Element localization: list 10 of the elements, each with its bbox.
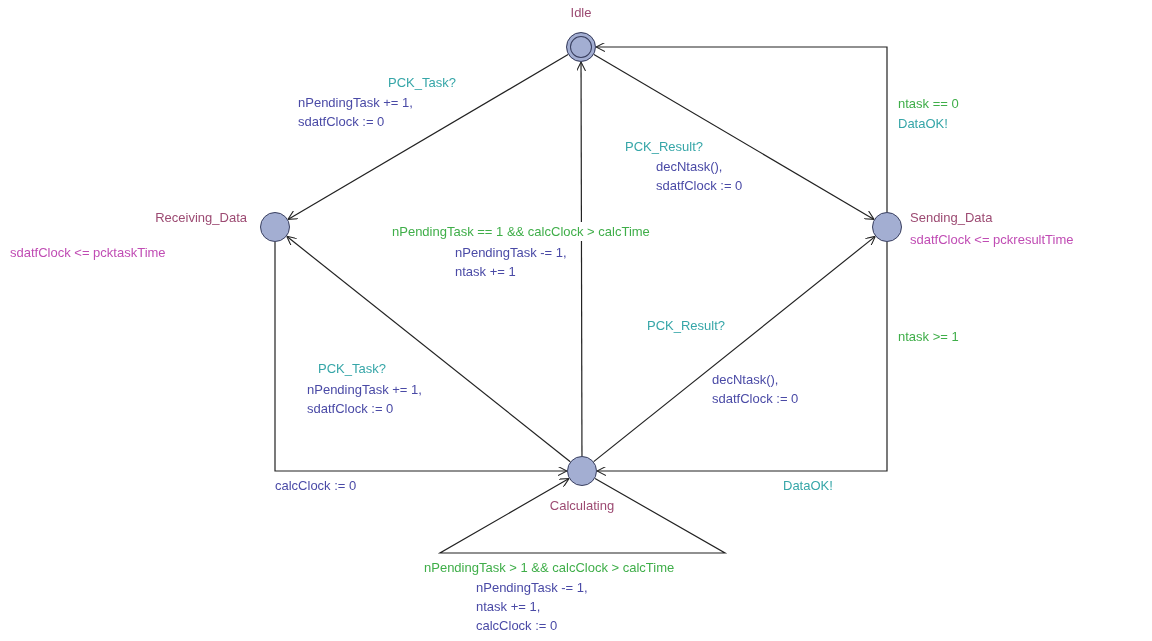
state-circle bbox=[260, 212, 290, 242]
guard-label: nPendingTask == 1 && calcClock > calcTime bbox=[392, 222, 650, 241]
transition-arrow bbox=[593, 54, 875, 220]
initial-state-circle bbox=[566, 32, 596, 62]
state-circle bbox=[872, 212, 902, 242]
transition-arrow bbox=[595, 41, 888, 213]
transition-arrow bbox=[576, 61, 587, 457]
transition-arrow bbox=[287, 54, 569, 220]
state-circle bbox=[567, 456, 597, 486]
transition-arrow bbox=[437, 477, 728, 554]
